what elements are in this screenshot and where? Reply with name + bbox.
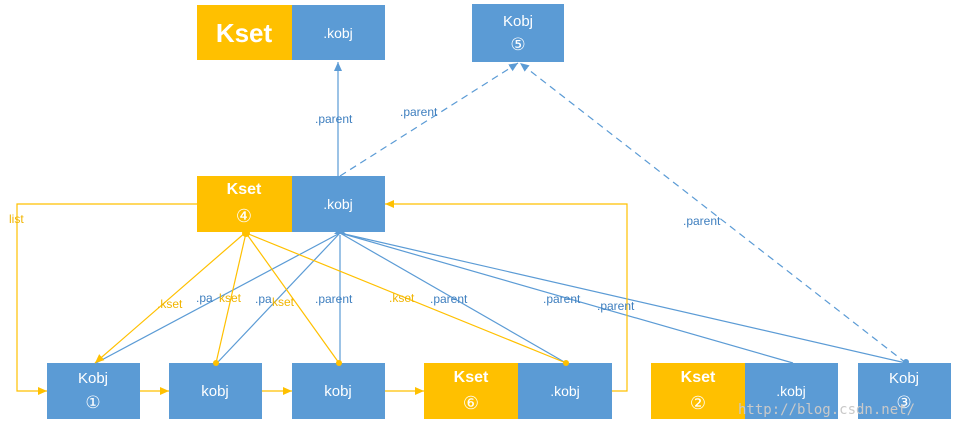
label-parent-b: .pa — [255, 292, 272, 306]
parent-link-kset2 — [339, 232, 794, 364]
kset-link-kset6 — [245, 232, 567, 364]
kset2-num: ② — [690, 393, 706, 413]
top-kset-kobj: .kobj — [323, 25, 353, 41]
top-kset-box: Kset .kobj — [197, 5, 385, 60]
label-parent-d: .parent — [430, 292, 468, 306]
kset6-name: Kset — [454, 369, 489, 386]
label-parent-c: .parent — [315, 292, 353, 306]
kset2-box: Kset ② .kobj — [651, 363, 838, 419]
label-parent-a: .pa — [196, 291, 213, 305]
watermark-text: http://blog.csdn.net/ — [738, 402, 915, 418]
kobj-a-name: kobj — [201, 383, 229, 400]
parent-link-kobj-a — [216, 232, 341, 364]
label-parent-to-kobj5: .parent — [400, 105, 438, 119]
parent-link-kobj3 — [339, 232, 907, 364]
kobj3-num: ③ — [896, 393, 911, 412]
parent-link-kobj1 — [95, 232, 341, 364]
kobj3-name: Kobj — [889, 370, 919, 387]
kset-link-kobj1 — [94, 231, 247, 364]
kobj1-num: ① — [85, 393, 100, 412]
top-kset-name: Kset — [216, 18, 273, 48]
kobj5-name: Kobj — [503, 13, 533, 30]
label-kset-4: .kset — [389, 291, 415, 305]
kset4-num: ④ — [236, 206, 252, 226]
kset2-kobj: .kobj — [776, 383, 806, 399]
kobj1-name: Kobj — [78, 370, 108, 387]
label-parent-f: .parent — [597, 299, 635, 313]
kset6-box: Kset ⑥ .kobj — [424, 363, 612, 419]
kobj5-box: Kobj ⑤ — [472, 4, 564, 62]
kset4-kobj: .kobj — [323, 196, 353, 212]
parent-link-to-kobj5 — [339, 62, 519, 177]
kobj5-num: ⑤ — [510, 35, 525, 54]
kset2-name: Kset — [681, 369, 716, 386]
label-parent-top: .parent — [315, 112, 353, 126]
label-parent-e: .parent — [543, 292, 581, 306]
label-kset-1: .kset — [157, 297, 183, 311]
kobj1-box: Kobj ① — [47, 363, 140, 419]
list-link — [16, 203, 197, 395]
label-kset-3: kset — [272, 295, 295, 309]
kobj-b-name: kobj — [324, 383, 352, 400]
parent-link-kset6 — [339, 232, 567, 364]
kset4-name: Kset — [227, 181, 262, 198]
kset4-box: Kset ④ .kobj — [197, 176, 385, 232]
label-parent-right: .parent — [683, 214, 721, 228]
kset6-num: ⑥ — [463, 393, 479, 413]
kobj-a-box: kobj — [169, 363, 262, 419]
parent-link-kobj3-to-kobj5 — [519, 62, 907, 364]
label-list: list — [9, 212, 24, 226]
kset6-kobj: .kobj — [550, 383, 580, 399]
kset-link-kobj-b — [245, 232, 340, 364]
list-link-back — [385, 200, 628, 392]
yellow-links — [16, 200, 628, 395]
label-kset-2: kset — [219, 291, 242, 305]
kset-link-kobj-a — [215, 232, 247, 364]
kobj-b-box: kobj — [292, 363, 385, 419]
kobj3-box: Kobj ③ — [858, 363, 951, 419]
